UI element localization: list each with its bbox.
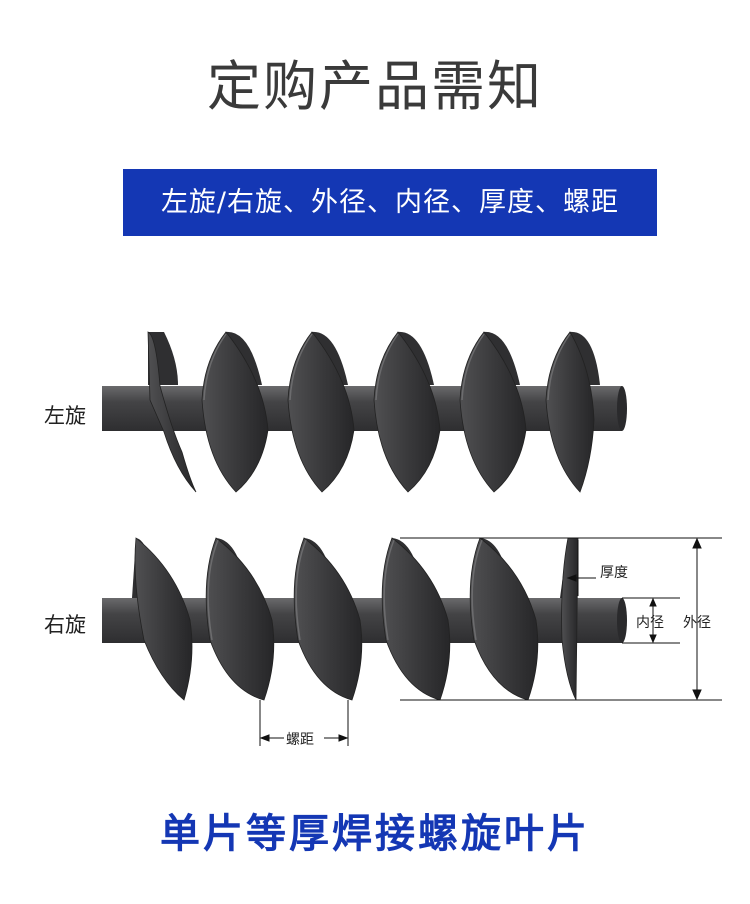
dimension-lines <box>259 537 722 746</box>
left-hand-label: 左旋 <box>44 404 86 428</box>
requirements-banner: 左旋/右旋、外径、内径、厚度、螺距 <box>123 169 657 236</box>
page-title: 定购产品需知 <box>207 55 543 118</box>
outer-diameter-label: 外径 <box>683 615 711 631</box>
right-hand-screw <box>102 537 627 701</box>
thickness-label: 厚度 <box>600 565 628 581</box>
left-hand-screw <box>102 331 627 493</box>
product-description: 单片等厚焊接螺旋叶片 <box>160 811 590 857</box>
left-shaft <box>102 386 622 431</box>
inner-diameter-label: 内径 <box>636 615 664 631</box>
pitch-label: 螺距 <box>286 732 314 748</box>
right-hand-label: 右旋 <box>44 613 86 637</box>
